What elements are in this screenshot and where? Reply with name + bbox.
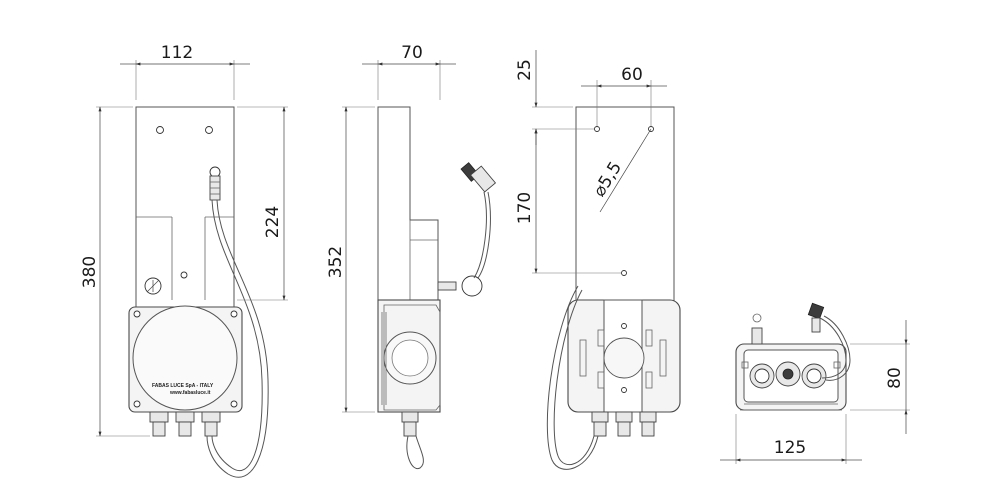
side-view: 70 352 — [326, 43, 497, 470]
front-dome — [132, 305, 238, 411]
side-height-dim: 352 — [326, 246, 346, 278]
rear-view: 60 25 170 ⌀5,5 — [515, 50, 681, 470]
front-width-dim: 112 — [161, 43, 193, 63]
maker-label: FABAS LUCE SpA - ITALY — [152, 383, 214, 389]
hole-vertical-dim: 170 — [515, 192, 535, 224]
side-bracket — [377, 106, 439, 301]
mount-hole — [621, 270, 627, 276]
maker-url: www.fabasluce.it — [169, 390, 211, 396]
front-height-dim: 380 — [80, 256, 100, 288]
side-depth-dim: 70 — [401, 43, 423, 63]
sensor-cable — [211, 199, 263, 472]
bottom-height-dim: 80 — [885, 367, 905, 389]
bracket-hole — [180, 271, 188, 279]
rear-plate — [575, 106, 675, 308]
mount-hole — [594, 126, 600, 132]
bracket-hole — [205, 126, 213, 134]
top-offset-dim: 25 — [515, 59, 535, 81]
hole-spacing-dim: 60 — [621, 65, 643, 85]
bracket-height-dim: 224 — [263, 206, 283, 238]
bottom-width-dim: 125 — [774, 438, 806, 458]
bracket-hole — [156, 126, 164, 134]
front-view: FABAS LUCE SpA - ITALY www.fabasluce.it … — [80, 43, 288, 478]
bottom-view: 125 80 — [720, 302, 910, 464]
